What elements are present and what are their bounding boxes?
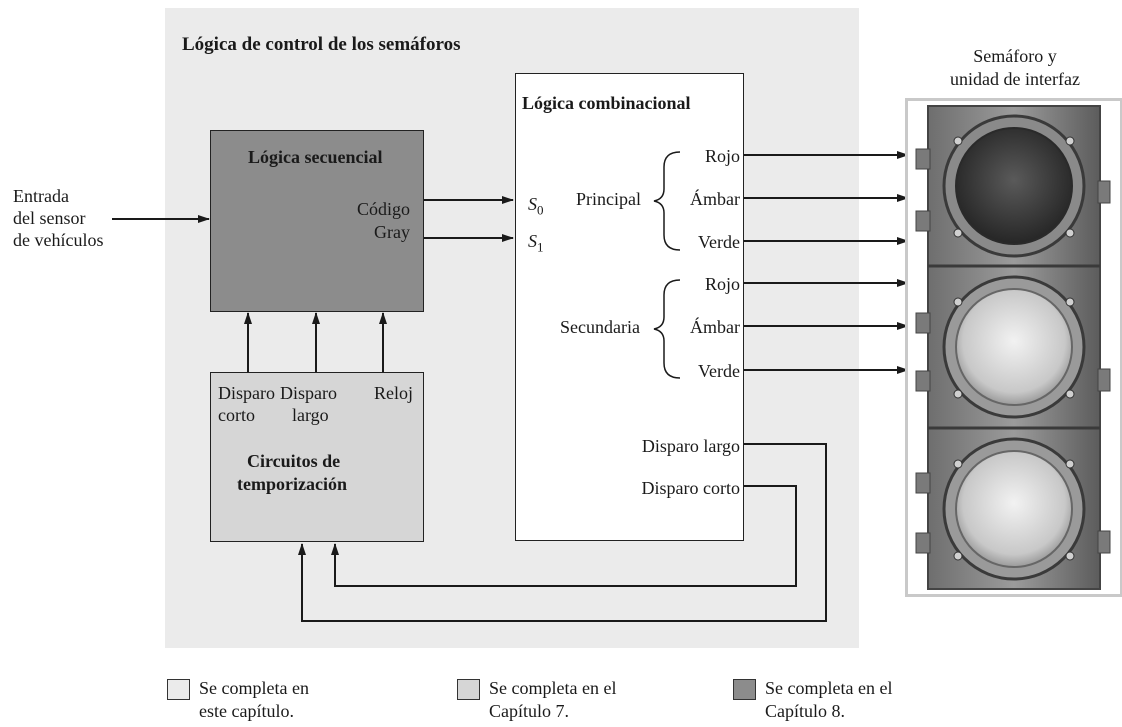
- timing-circuits-block: [210, 372, 424, 542]
- sequential-logic-block: [210, 130, 424, 312]
- main-light-lens: [955, 127, 1073, 245]
- legend-swatch-this-chapter: [167, 679, 190, 700]
- bottom-light-lens: [955, 450, 1073, 568]
- short-trigger-label-1: Disparo: [218, 383, 275, 403]
- secondary-green-label: Verde: [698, 361, 740, 381]
- long-trigger-output-label: Disparo largo: [641, 436, 740, 456]
- long-trigger-label-2: largo: [292, 405, 329, 425]
- timing-title-2: temporización: [237, 474, 347, 494]
- panel-title: Lógica de control de los semáforos: [182, 34, 461, 55]
- gray-code-label-2: Gray: [374, 222, 410, 242]
- legend-swatch-chapter-7: [457, 679, 480, 700]
- main-group-brace: [653, 151, 681, 251]
- input-s0-label: S0: [528, 194, 544, 218]
- legend-label-chapter-8-2: Capítulo 8.: [765, 701, 845, 721]
- traffic-light-label-2: unidad de interfaz: [950, 69, 1080, 89]
- sensor-input-label-2: del sensor: [13, 208, 86, 228]
- short-trigger-output-label: Disparo corto: [641, 478, 740, 498]
- secondary-red-label: Rojo: [704, 274, 740, 294]
- sensor-input-label-3: de vehículos: [13, 230, 104, 250]
- traffic-light-label-1: Semáforo y: [973, 46, 1057, 66]
- legend-label-chapter-7-2: Capítulo 7.: [489, 701, 569, 721]
- long-trigger-label-1: Disparo: [280, 383, 337, 403]
- combinational-logic-block: [515, 73, 744, 541]
- sequential-logic-title: Lógica secuencial: [248, 147, 383, 167]
- sensor-input-label-1: Entrada: [13, 186, 69, 206]
- combinational-logic-title: Lógica combinacional: [522, 93, 691, 113]
- legend-swatch-chapter-8: [733, 679, 756, 700]
- legend-label-chapter-8-1: Se completa en el: [765, 678, 893, 698]
- main-green-label: Verde: [698, 232, 740, 252]
- main-group-label: Principal: [576, 189, 641, 209]
- secondary-group-brace: [653, 279, 681, 379]
- legend-label-this-chapter-2: este capítulo.: [199, 701, 294, 721]
- secondary-light-lens: [955, 288, 1073, 406]
- traffic-light-image: [915, 105, 1111, 590]
- secondary-amber-label: Ámbar: [690, 317, 740, 337]
- legend-label-chapter-7-1: Se completa en el: [489, 678, 617, 698]
- secondary-group-label: Secundaria: [560, 317, 640, 337]
- timing-title-1: Circuitos de: [247, 451, 341, 471]
- gray-code-label-1: Código: [356, 199, 410, 219]
- short-trigger-feedback: [331, 485, 797, 587]
- input-s1-label: S1: [528, 231, 544, 255]
- short-trigger-label-2: corto: [218, 405, 255, 425]
- legend-label-this-chapter-1: Se completa en: [199, 678, 309, 698]
- main-amber-label: Ámbar: [690, 189, 740, 209]
- main-red-label: Rojo: [704, 146, 740, 166]
- long-trigger-feedback: [298, 443, 827, 622]
- clock-label: Reloj: [374, 383, 413, 403]
